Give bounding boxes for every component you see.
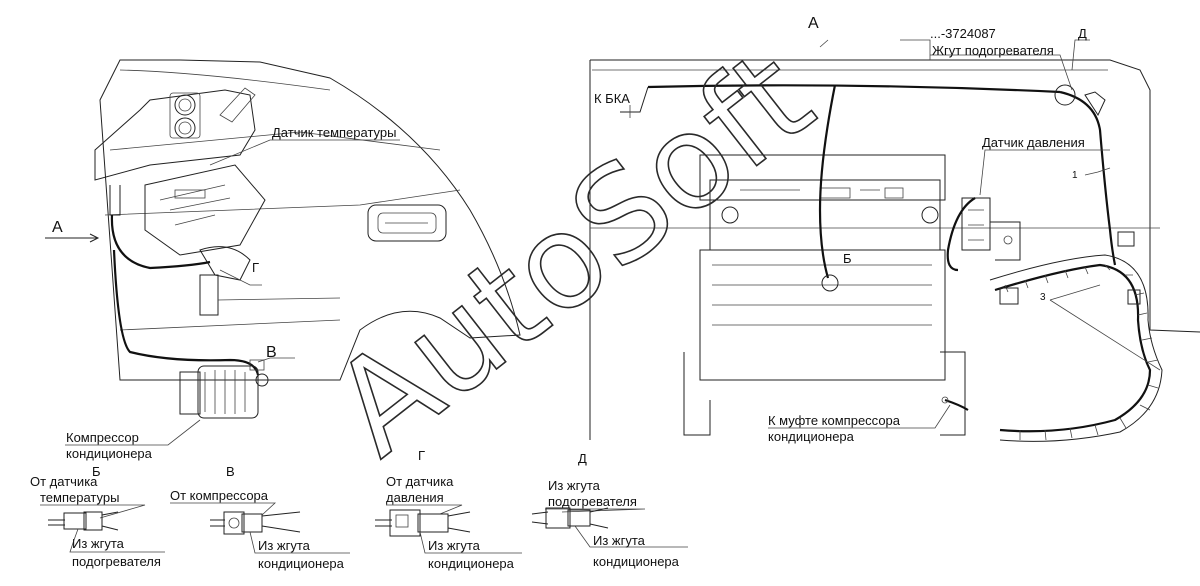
clutch-label-line2: кондиционера xyxy=(768,429,855,444)
detail-b-top-line2: температуры xyxy=(40,490,119,505)
watermark: AutoSoft xyxy=(306,21,840,485)
mark-v-label: В xyxy=(266,344,277,361)
view-a-arrow-label: А xyxy=(52,219,63,236)
callout-3: 3 xyxy=(1040,292,1046,303)
part-number-label: ...-3724087 xyxy=(930,26,996,41)
detail-v: В От компрессора Из жгута кондиционера xyxy=(170,464,350,571)
detail-g-top-line2: давления xyxy=(386,490,444,505)
detail-v-bottom-line2: кондиционера xyxy=(258,556,345,571)
detail-d-title: Д xyxy=(578,451,587,466)
detail-b: Б От датчика температуры Из жгута подогр… xyxy=(30,464,165,569)
pressure-sensor xyxy=(946,197,1021,272)
heater-harness-label: Жгут подогревателя xyxy=(932,43,1054,58)
to-bka-label: К БКА xyxy=(594,91,630,106)
pressure-sensor-label: Датчик давления xyxy=(982,135,1085,150)
detail-v-top-line1: От компрессора xyxy=(170,488,269,503)
detail-g: Г От датчика давления Из жгута кондицион… xyxy=(375,448,522,571)
detail-d-top-line1: Из жгута xyxy=(548,478,601,493)
detail-b-top-line1: От датчика xyxy=(30,474,98,489)
detail-g-bottom-line1: Из жгута xyxy=(428,538,481,553)
detail-g-bottom-line2: кондиционера xyxy=(428,556,515,571)
detail-v-title: В xyxy=(226,464,235,479)
mark-b-label: Б xyxy=(843,251,852,266)
left-view xyxy=(45,59,521,446)
detail-d-top-line2: подогревателя xyxy=(548,494,637,509)
detail-d-bottom-line1: Из жгута xyxy=(593,533,646,548)
detail-d-bottom-line2: кондиционера xyxy=(593,554,680,569)
compressor-label-line2: кондиционера xyxy=(66,446,153,461)
detail-g-title: Г xyxy=(418,448,425,463)
view-a-title: А xyxy=(808,15,819,32)
detail-v-bottom-line1: Из жгута xyxy=(258,538,311,553)
mark-d-label: Д xyxy=(1078,26,1087,41)
compressor-label-line1: Компрессор xyxy=(66,430,139,445)
detail-b-title: Б xyxy=(92,464,101,479)
detail-d: Д Из жгута подогревателя Из жгута кондиц… xyxy=(531,451,688,569)
compressor xyxy=(179,359,269,419)
detail-b-bottom-line2: подогревателя xyxy=(72,554,161,569)
callout-1: 1 xyxy=(1072,170,1078,181)
detail-g-top-line1: От датчика xyxy=(386,474,454,489)
labels: А А ...-3724087 Жгут подогревателя Д К Б… xyxy=(52,15,1087,461)
battery-box xyxy=(683,154,966,436)
detail-b-bottom-line1: Из жгута xyxy=(72,536,125,551)
mark-g-label: Г xyxy=(252,260,259,275)
clutch-label-line1: К муфте компрессора xyxy=(768,413,901,428)
temp-sensor-label: Датчик температуры xyxy=(272,125,396,140)
right-view xyxy=(589,39,1200,442)
